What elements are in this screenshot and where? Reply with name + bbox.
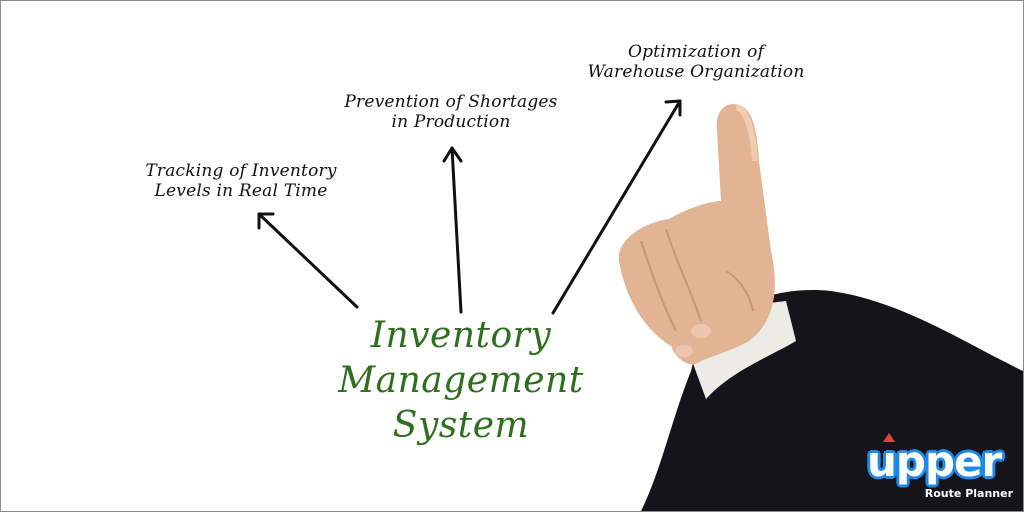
route-arrow-icon <box>883 433 895 442</box>
arrow-up-right-icon <box>551 99 682 315</box>
branch-label-prevention: Prevention of Shortages in Production <box>301 92 601 132</box>
branch-label-tracking: Tracking of Inventory Levels in Real Tim… <box>111 161 371 201</box>
center-title-line: Inventory <box>370 315 552 356</box>
logo-tagline: Route Planner <box>924 487 1013 500</box>
branch-label-line: Levels in Real Time <box>154 181 328 201</box>
branch-label-optimization: Optimization of Warehouse Organization <box>541 42 851 82</box>
center-title: Inventory Management System <box>301 313 621 448</box>
branch-label-line: Prevention of Shortages <box>344 92 558 112</box>
hand-photo-illustration <box>618 104 1023 511</box>
branch-label-line: Optimization of <box>627 42 765 62</box>
center-title-line: System <box>392 405 530 446</box>
upper-logo: upper Route Planner <box>867 433 1017 505</box>
logo-wordmark: upper <box>867 437 1002 486</box>
branch-label-line: in Production <box>391 112 511 132</box>
center-title-line: Management <box>338 360 584 401</box>
branch-label-line: Warehouse Organization <box>587 62 805 82</box>
arrow-up-left-icon <box>257 212 359 309</box>
branch-label-line: Tracking of Inventory <box>145 161 337 181</box>
arrow-up-icon <box>442 146 463 314</box>
